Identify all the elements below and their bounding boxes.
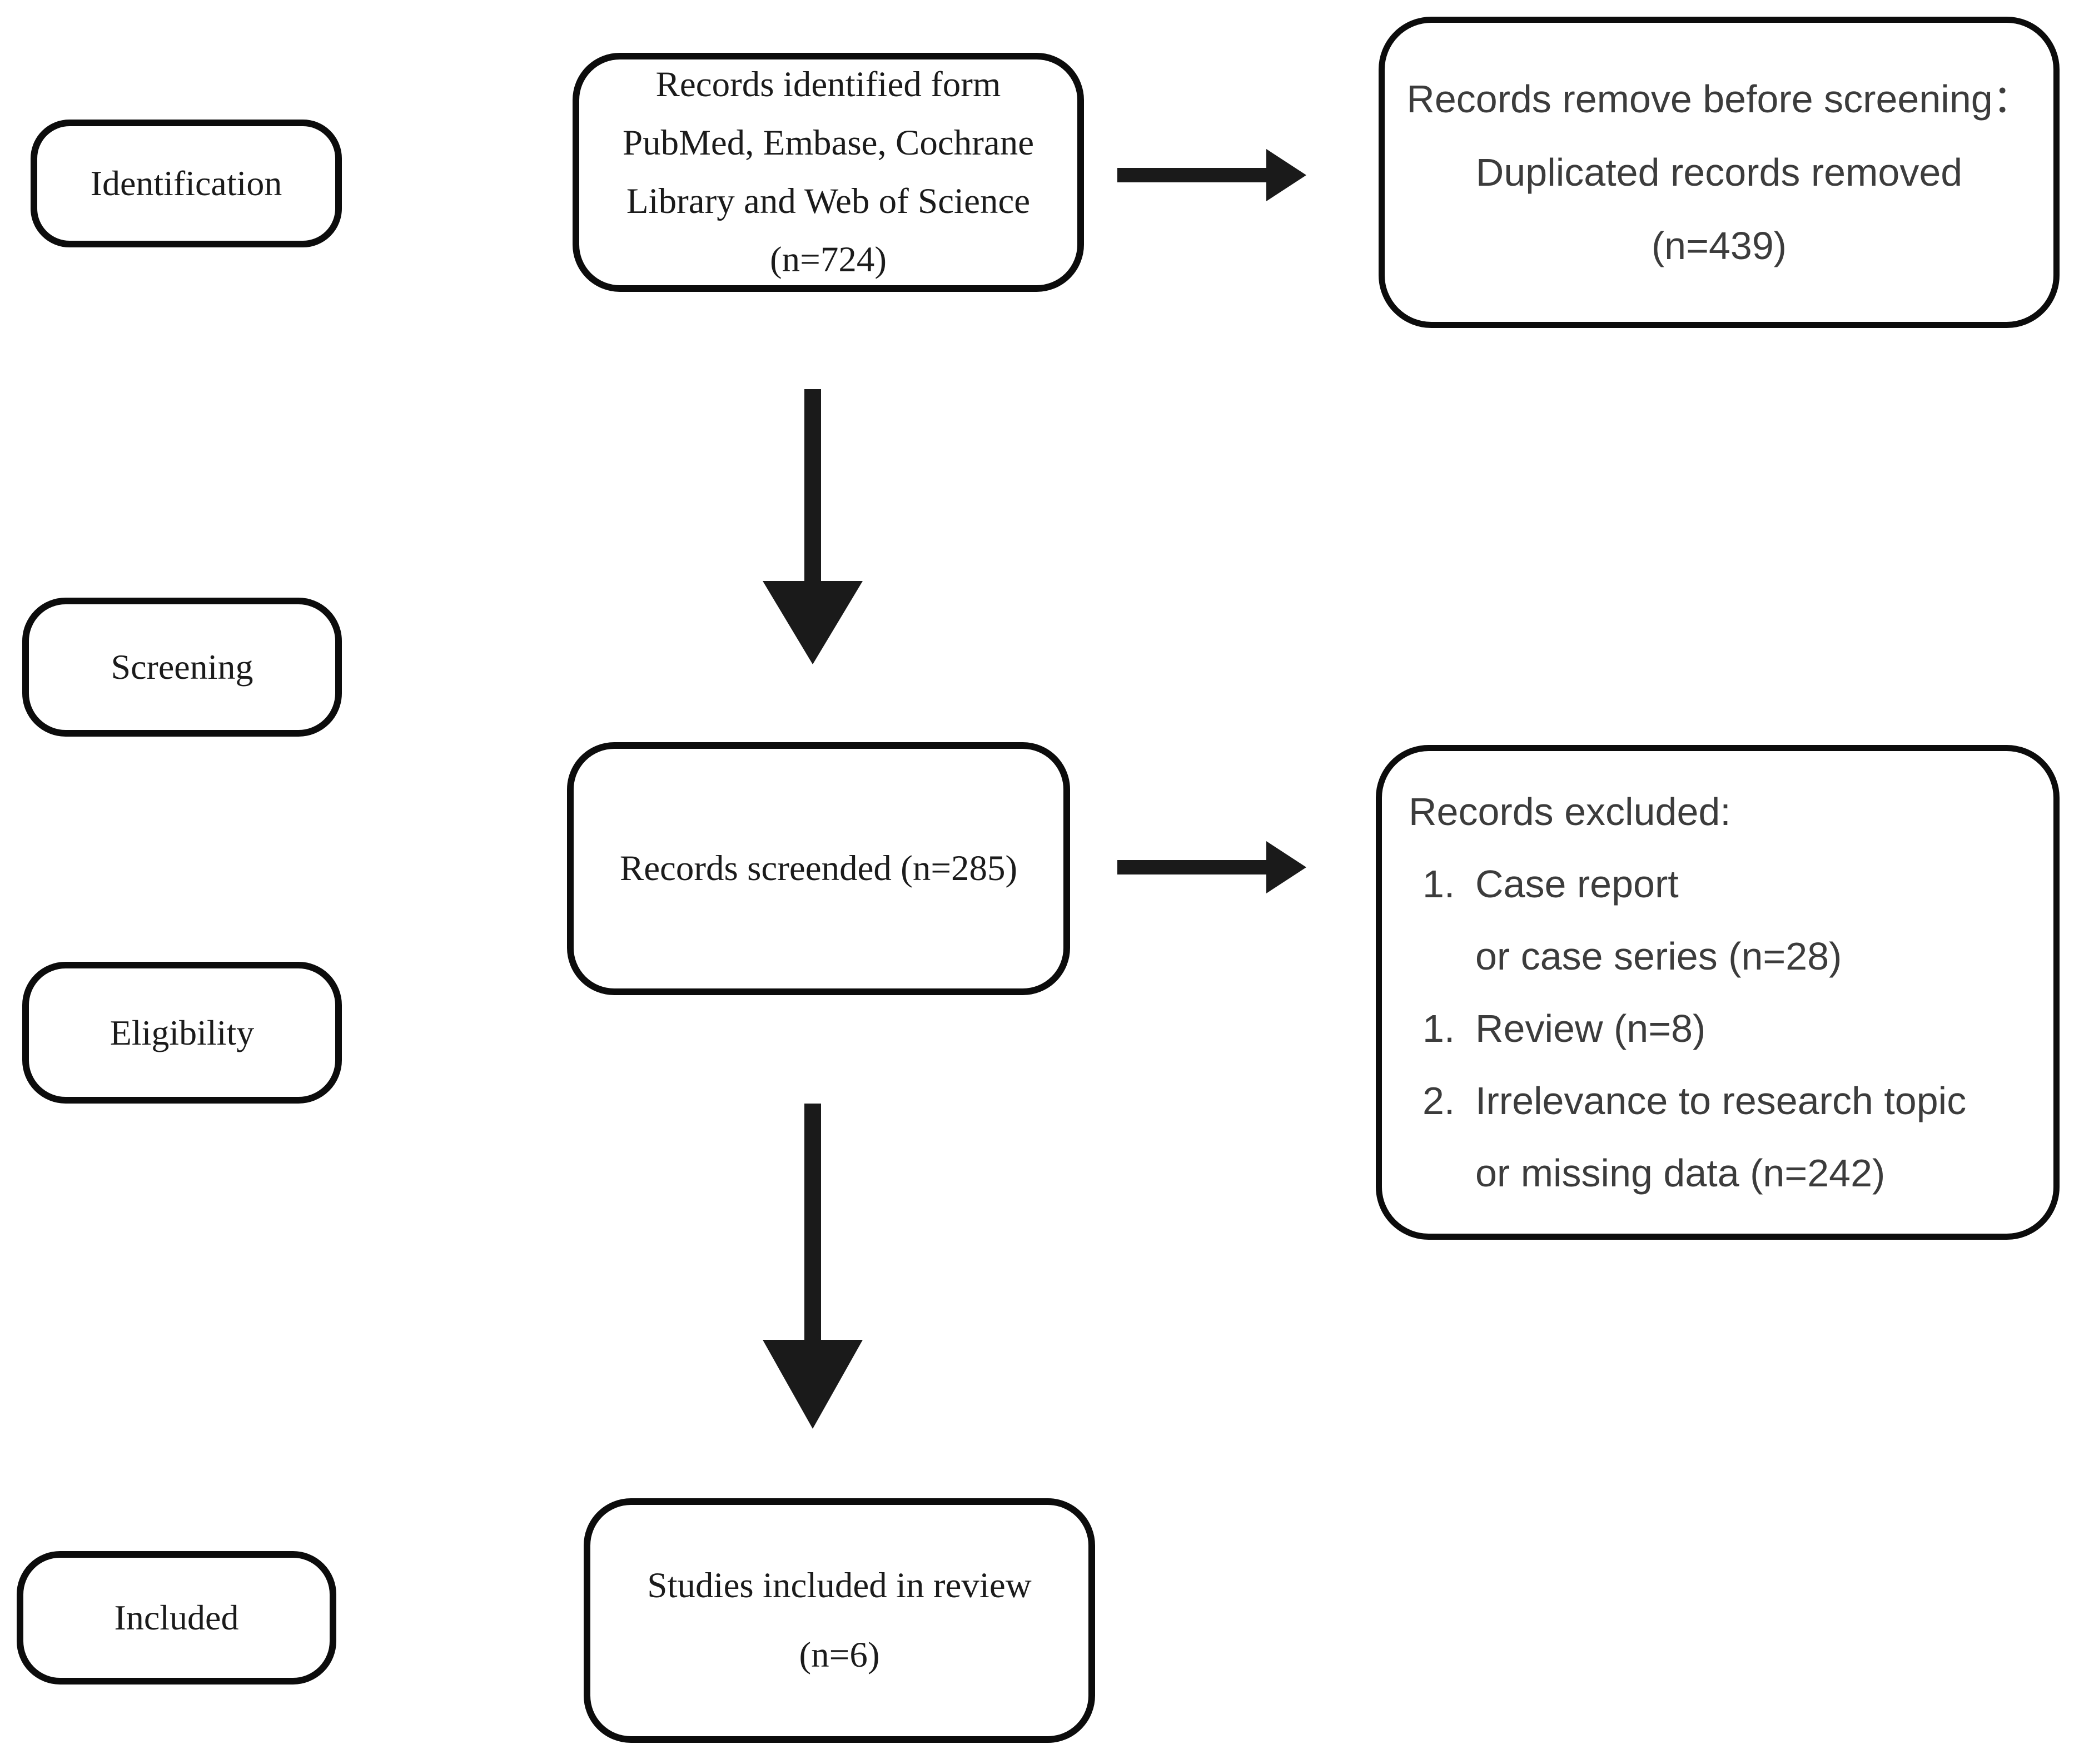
box-line: PubMed, Embase, Cochrane bbox=[622, 123, 1034, 163]
list-text: Irrelevance to research topic or missing… bbox=[1475, 1065, 1966, 1209]
down-arrow-screened-to-included-head bbox=[763, 1340, 863, 1429]
list-text: Review (n=8) bbox=[1475, 992, 1705, 1065]
right-arrow-screened-to-excluded-head bbox=[1266, 841, 1306, 893]
records-removed-box: Records remove before screening： Duplica… bbox=[1379, 17, 2060, 328]
box-line: Review (n=8) bbox=[1475, 1007, 1706, 1050]
box-line: Duplicated records removed bbox=[1475, 151, 1963, 194]
box-line-count: (n=439) bbox=[1651, 224, 1787, 267]
box-line: Records remove before screening： bbox=[1406, 77, 2032, 121]
down-arrow-identified-to-screened-shaft bbox=[804, 389, 821, 583]
down-arrow-screened-to-included-shaft bbox=[804, 1104, 821, 1341]
down-arrow-identified-to-screened-head bbox=[763, 581, 863, 664]
excluded-reasons-list: Records excluded: 1. Case report or case… bbox=[1409, 776, 1966, 1209]
excluded-item-review: 1. Review (n=8) bbox=[1423, 992, 1966, 1065]
stage-label-text: Screening bbox=[111, 647, 253, 687]
records-excluded-box: Records excluded: 1. Case report or case… bbox=[1376, 745, 2060, 1240]
excluded-item-irrelevance: 2. Irrelevance to research topic or miss… bbox=[1423, 1065, 1966, 1209]
box-line: Case report bbox=[1475, 862, 1679, 906]
right-arrow-identified-to-removed-shaft bbox=[1117, 168, 1267, 182]
box-line: Records identified form bbox=[655, 64, 1001, 105]
list-number: 1. bbox=[1423, 1007, 1455, 1050]
box-line: Records screended (n=285) bbox=[619, 848, 1018, 888]
stage-label-identification: Identification bbox=[31, 120, 342, 247]
right-arrow-identified-to-removed-head bbox=[1266, 149, 1306, 201]
stage-label-text: Identification bbox=[90, 163, 282, 203]
stage-label-text: Eligibility bbox=[110, 1012, 255, 1052]
excluded-item-case-report: 1. Case report or case series (n=28) bbox=[1423, 848, 1966, 992]
studies-included-box: Studies included in review (n=6) bbox=[584, 1498, 1095, 1743]
stage-label-text: Included bbox=[114, 1598, 239, 1637]
box-line: or missing data (n=242) bbox=[1475, 1151, 1886, 1195]
stage-label-included: Included bbox=[17, 1551, 336, 1685]
box-line: Library and Web of Science bbox=[626, 181, 1031, 221]
box-line: or case series (n=28) bbox=[1475, 935, 1842, 978]
right-arrow-screened-to-excluded-shaft bbox=[1117, 860, 1267, 874]
box-line-count: (n=724) bbox=[770, 240, 887, 280]
list-text: Case report or case series (n=28) bbox=[1475, 848, 1842, 992]
box-line: Irrelevance to research topic bbox=[1475, 1079, 1967, 1122]
records-identified-box: Records identified form PubMed, Embase, … bbox=[573, 53, 1084, 292]
list-number: 2. bbox=[1423, 1079, 1455, 1122]
records-screened-box: Records screended (n=285) bbox=[567, 742, 1070, 995]
box-line-count: (n=6) bbox=[799, 1635, 880, 1675]
stage-label-eligibility: Eligibility bbox=[22, 962, 342, 1104]
stage-label-screening: Screening bbox=[22, 598, 342, 737]
box-line: Studies included in review bbox=[647, 1566, 1032, 1606]
list-number: 1. bbox=[1423, 862, 1455, 906]
excluded-title: Records excluded: bbox=[1409, 790, 1731, 833]
